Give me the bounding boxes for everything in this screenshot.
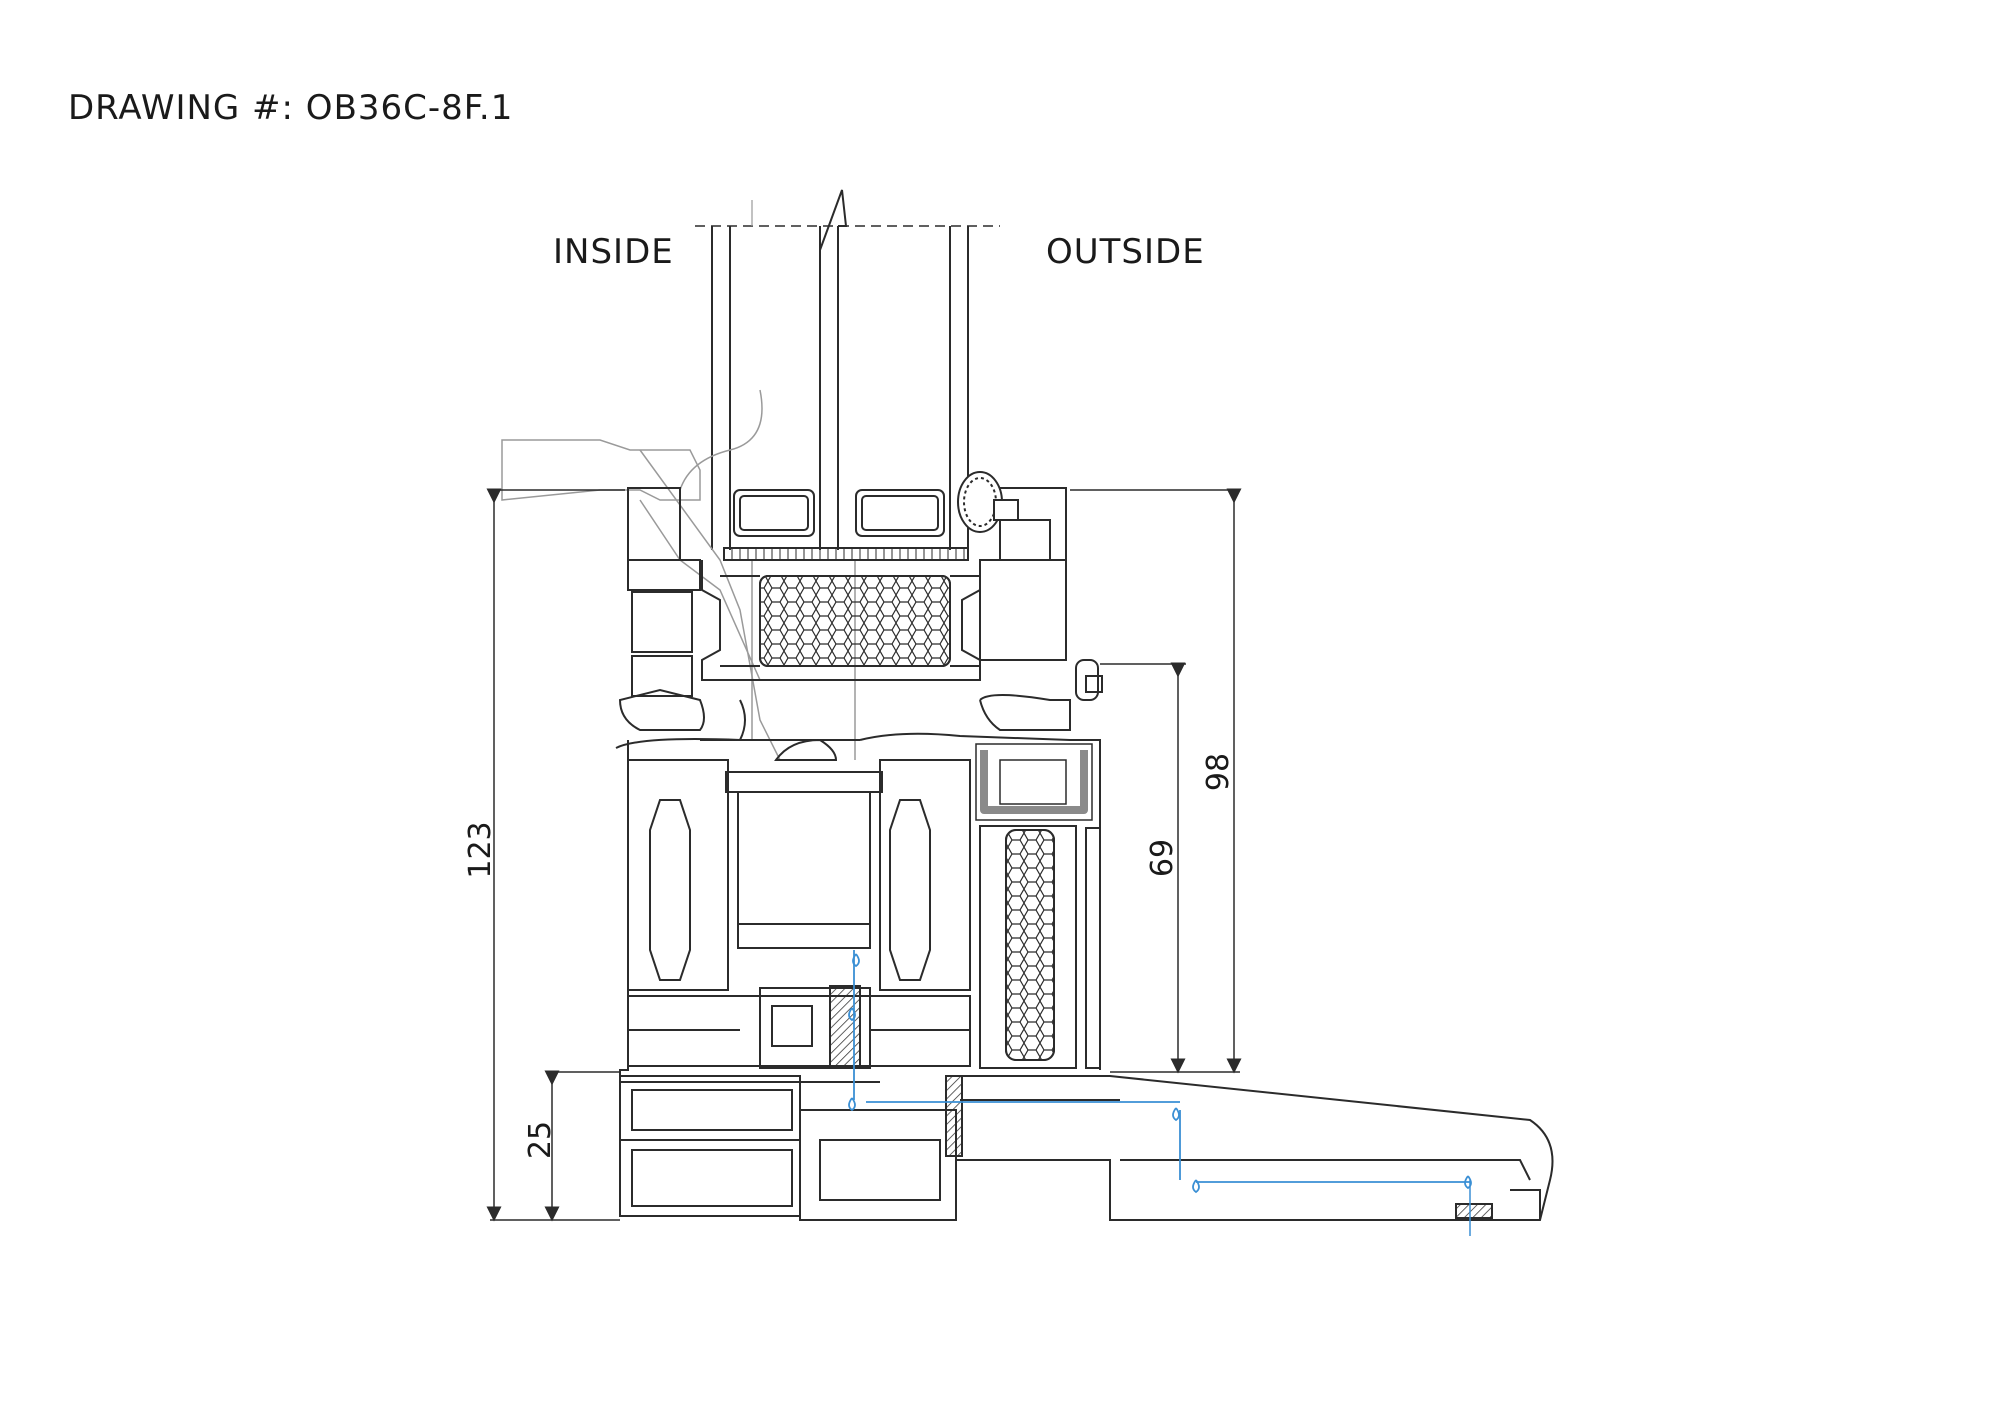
frame-insulation [979,825,1101,1069]
dimension-25-label: 25 [523,1121,558,1159]
break-zigzag [819,189,848,251]
setting-block [723,547,969,561]
dimension-123-label: 123 [463,821,498,878]
dimension-98-label: 98 [1201,753,1236,791]
glazing-unit [695,189,1000,550]
water-drop-icon [848,1097,856,1112]
drawing-title: DRAWING #: OB36C-8F.1 [68,88,514,128]
frame-gasket-outline [975,743,1093,821]
inside-label: INSIDE [553,232,674,272]
water-drop-icon [1464,1175,1472,1190]
drainage-path [848,950,1472,1194]
dimension-69-label: 69 [1145,839,1180,877]
water-drop-icon [1192,1179,1200,1194]
dimension-lines [486,488,1242,1222]
outside-label: OUTSIDE [1046,232,1205,272]
water-drop-icon [852,953,860,968]
water-drop-icon [1172,1107,1180,1122]
thermal-break [759,985,871,1069]
water-drop-icon [848,1007,856,1022]
threshold-base [619,1075,1554,1236]
glass-spacers [723,489,969,561]
frame-profile [615,732,1101,1083]
frame-gasket [980,750,1088,814]
sash-insulation [720,575,980,667]
glazing-gasket [957,471,1019,533]
